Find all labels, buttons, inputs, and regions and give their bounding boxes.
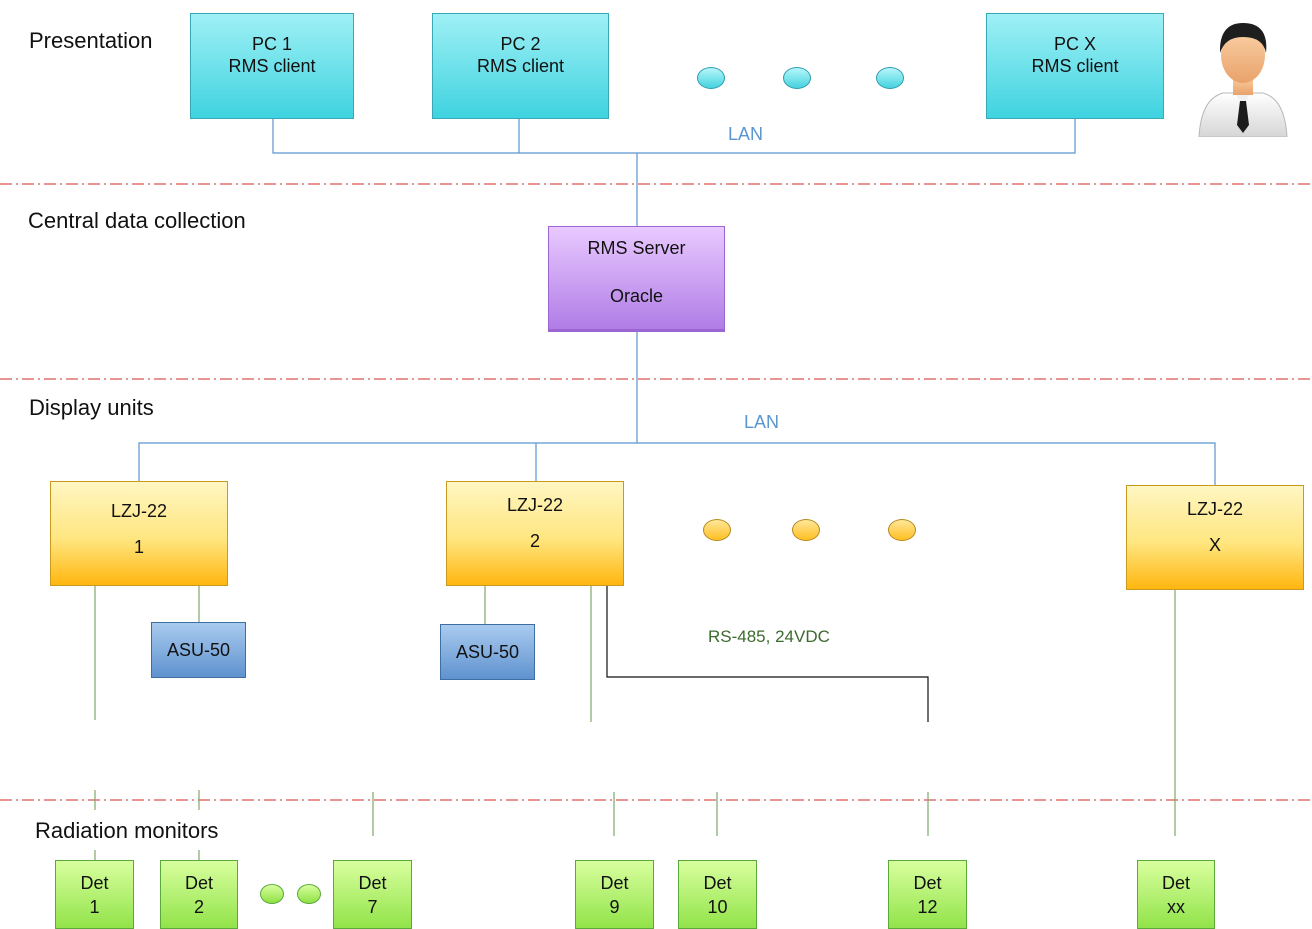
display-unit-2-number: 2 [529,531,540,551]
layer-label-radiation: Radiation monitors [35,818,219,843]
detector-label: Det [1161,872,1190,893]
rms-server-box: RMS Server Oracle [548,226,725,332]
detector-10-box: Det 10 [678,860,757,929]
rms-server-name: RMS Server [587,238,686,258]
detector-number: 7 [367,896,378,917]
rms-server-db: Oracle [609,286,663,306]
detector-label: Det [703,872,732,893]
detector-label: Det [913,872,942,893]
detector-number: 10 [707,896,728,917]
display-unit-x-box: LZJ-22 X [1126,485,1304,590]
display-unit-x-number: X [1208,535,1221,555]
display-unit-x-model: LZJ-22 [1186,499,1244,519]
asu-50-label: ASU-50 [455,642,520,662]
detector-1-box: Det 1 [55,860,134,929]
ellipsis-dot [697,67,725,89]
lan-label-top: LAN [728,124,764,144]
display-unit-1-box: LZJ-22 1 [50,481,228,586]
ellipsis-dot [297,884,321,904]
detector-label: Det [184,872,213,893]
detector-label: Det [80,872,109,893]
asu-50-box-1: ASU-50 [151,622,246,678]
display-unit-1-model: LZJ-22 [110,501,168,521]
detector-number: 9 [609,896,620,917]
display-unit-1-number: 1 [133,537,144,557]
detector-9-box: Det 9 [575,860,654,929]
ellipsis-dot [888,519,916,541]
pc-1-box: PC 1 RMS client [190,13,354,119]
display-unit-2-model: LZJ-22 [506,495,564,515]
layer-label-central: Central data collection [28,208,246,233]
pc-2-role: RMS client [476,56,565,76]
detector-2-box: Det 2 [160,860,238,929]
pc-x-box: PC X RMS client [986,13,1164,119]
pc-x-name: PC X [1053,34,1096,54]
detector-number: xx [1167,896,1185,917]
lan-middle-bus [138,442,1216,485]
ellipsis-dot [260,884,284,904]
pc-1-role: RMS client [228,56,316,76]
asu-50-label: ASU-50 [166,640,231,660]
detector-number: 1 [89,896,100,917]
rs485-label: RS-485, 24VDC [708,627,830,646]
detector-xx-box: Det xx [1137,860,1215,929]
detector-number: 12 [917,896,938,917]
ellipsis-dot [703,519,731,541]
detector-label: Det [358,872,387,893]
pc-1-name: PC 1 [251,34,293,54]
pc-2-box: PC 2 RMS client [432,13,609,119]
pc-2-name: PC 2 [500,34,541,54]
user-icon [1198,23,1288,137]
layer-label-presentation: Presentation [29,28,153,53]
ellipsis-dot [792,519,820,541]
detector-label: Det [600,872,629,893]
lan-label-middle: LAN [744,412,780,432]
layer-label-display: Display units [29,395,154,420]
ellipsis-dot [876,67,904,89]
ellipsis-dot [783,67,811,89]
lan-top-bus [272,119,1076,154]
rs485-line [606,586,929,722]
detector-7-box: Det 7 [333,860,412,929]
pc-x-role: RMS client [1031,56,1119,76]
asu-50-box-2: ASU-50 [440,624,535,680]
display-unit-2-box: LZJ-22 2 [446,481,624,586]
detector-12-box: Det 12 [888,860,967,929]
detector-number: 2 [193,896,204,917]
